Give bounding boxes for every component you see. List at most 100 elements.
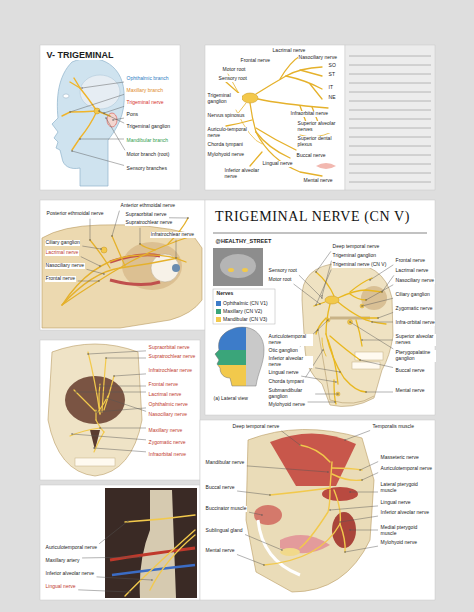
lateral-skull bbox=[338, 302, 378, 318]
part-label: Auriculotemporal nerve bbox=[380, 466, 433, 472]
lateral-skull bbox=[330, 336, 360, 360]
lateral-skull bbox=[215, 327, 264, 386]
ruled-lines bbox=[349, 92, 431, 93]
part-label: Posterior ethmoidal nerve bbox=[46, 211, 104, 217]
frontal-orbit bbox=[90, 430, 100, 450]
lateral-skull bbox=[213, 248, 263, 286]
part-label: Anterior ethmoidal nerve bbox=[120, 203, 176, 209]
part-label: Inferior alveolar nerve bbox=[380, 510, 430, 516]
leader-line bbox=[112, 211, 119, 236]
leader-line bbox=[106, 398, 146, 411]
leader-dot bbox=[329, 509, 330, 510]
leader-line bbox=[100, 428, 146, 429]
lateral-skull bbox=[348, 320, 353, 325]
lateral-skull bbox=[213, 289, 275, 324]
nerve-schematic bbox=[250, 103, 256, 132]
nerve-schematic bbox=[310, 84, 322, 99]
part-label: Auriculo-temporal nerve bbox=[207, 127, 248, 139]
leader-dot bbox=[327, 319, 328, 320]
part-label: Supraorbital nerve bbox=[148, 345, 190, 351]
part-label: Lacrimal nerve bbox=[272, 48, 306, 54]
frontal-orbit bbox=[48, 344, 142, 476]
leader-line bbox=[114, 374, 146, 376]
frontal-orbit bbox=[98, 396, 108, 412]
part-label: Mylohyoid nerve bbox=[207, 152, 245, 158]
leader-dot bbox=[299, 444, 300, 445]
leader-dot bbox=[365, 391, 366, 392]
leader-line bbox=[330, 506, 378, 510]
face-dissection bbox=[330, 462, 332, 488]
nerve-schematic bbox=[256, 128, 296, 150]
part-label: Submandibular ganglion bbox=[268, 388, 313, 400]
lateral-skull bbox=[302, 263, 393, 407]
leader-line bbox=[99, 111, 124, 123]
legend-swatch bbox=[216, 317, 221, 322]
leader-dot bbox=[321, 297, 322, 298]
lateral-skull bbox=[210, 320, 270, 390]
part-label: ST bbox=[328, 72, 336, 78]
lateral-skull bbox=[318, 330, 374, 403]
legend-swatch bbox=[216, 309, 221, 314]
part-label: Lateral pterygoid muscle bbox=[380, 482, 433, 494]
lateral-skull bbox=[338, 290, 382, 298]
leader-line bbox=[72, 434, 146, 440]
part-label: Buccal nerve bbox=[395, 368, 425, 374]
lateral-skull bbox=[350, 294, 366, 300]
legend-row: Maxillary (CN V2) bbox=[216, 307, 268, 315]
leader-dot bbox=[335, 381, 336, 382]
leader-dot bbox=[89, 239, 90, 240]
ruled-lines bbox=[349, 146, 431, 147]
leader-dot bbox=[71, 150, 72, 151]
orbit-sagittal bbox=[140, 244, 155, 250]
leader-dot bbox=[139, 243, 140, 244]
part-label: Mental nerve bbox=[395, 388, 425, 394]
leader-dot bbox=[81, 87, 82, 88]
part-label: Mandibular branch bbox=[126, 138, 169, 144]
nerve-schematic bbox=[286, 67, 322, 76]
part-label: Chorda tympani bbox=[268, 379, 304, 385]
lateral-skull bbox=[350, 278, 372, 292]
leader-dot bbox=[359, 359, 360, 360]
leader-line bbox=[362, 473, 378, 480]
ruled-lines bbox=[349, 110, 431, 111]
infratemporal-dissection bbox=[125, 515, 195, 596]
legend-heading: Nerves bbox=[216, 291, 234, 297]
frontal-orbit bbox=[88, 352, 100, 414]
lateral-skull bbox=[314, 272, 386, 404]
leader-line bbox=[245, 535, 282, 550]
part-label: Deep temporal nerve bbox=[332, 244, 380, 250]
lateral-skull bbox=[326, 334, 366, 392]
leader-dot bbox=[315, 271, 316, 272]
lateral-skull bbox=[325, 296, 339, 304]
legend-swatch bbox=[216, 301, 221, 306]
part-label: Zygomatic nerve bbox=[148, 440, 186, 446]
orbit-sagittal bbox=[101, 247, 107, 253]
ruled-lines bbox=[349, 173, 431, 174]
nerve-schematic bbox=[256, 76, 286, 94]
credit-handle: @HEALTHY_STREET bbox=[215, 238, 272, 244]
leader-line bbox=[106, 118, 125, 150]
part-label: Nasociliary nerve bbox=[148, 412, 188, 418]
lateral-skull bbox=[356, 320, 362, 346]
leader-dot bbox=[113, 375, 114, 376]
part-label: Nasociliary nerve bbox=[45, 263, 85, 269]
lateral-skull bbox=[314, 302, 325, 306]
leader-line bbox=[106, 358, 146, 359]
panel-frame bbox=[40, 45, 435, 600]
head-illustration bbox=[63, 94, 69, 98]
ruled-lines bbox=[349, 101, 431, 102]
leader-dot bbox=[334, 401, 335, 402]
lateral-skull bbox=[352, 362, 380, 369]
leader-line bbox=[301, 376, 336, 382]
lateral-skull bbox=[328, 340, 338, 384]
leader-line bbox=[340, 516, 378, 522]
face-dissection bbox=[270, 488, 330, 495]
ruled-lines bbox=[349, 119, 431, 120]
leader-line bbox=[315, 368, 340, 372]
part-label: Ciliary ganglion bbox=[45, 240, 80, 246]
lateral-skull bbox=[242, 268, 248, 272]
infratemporal-dissection bbox=[110, 548, 195, 560]
part-label: Supratrochlear nerve bbox=[148, 354, 196, 360]
leader-dot bbox=[349, 529, 350, 530]
part-label: Lacrimal nerve bbox=[45, 250, 79, 256]
